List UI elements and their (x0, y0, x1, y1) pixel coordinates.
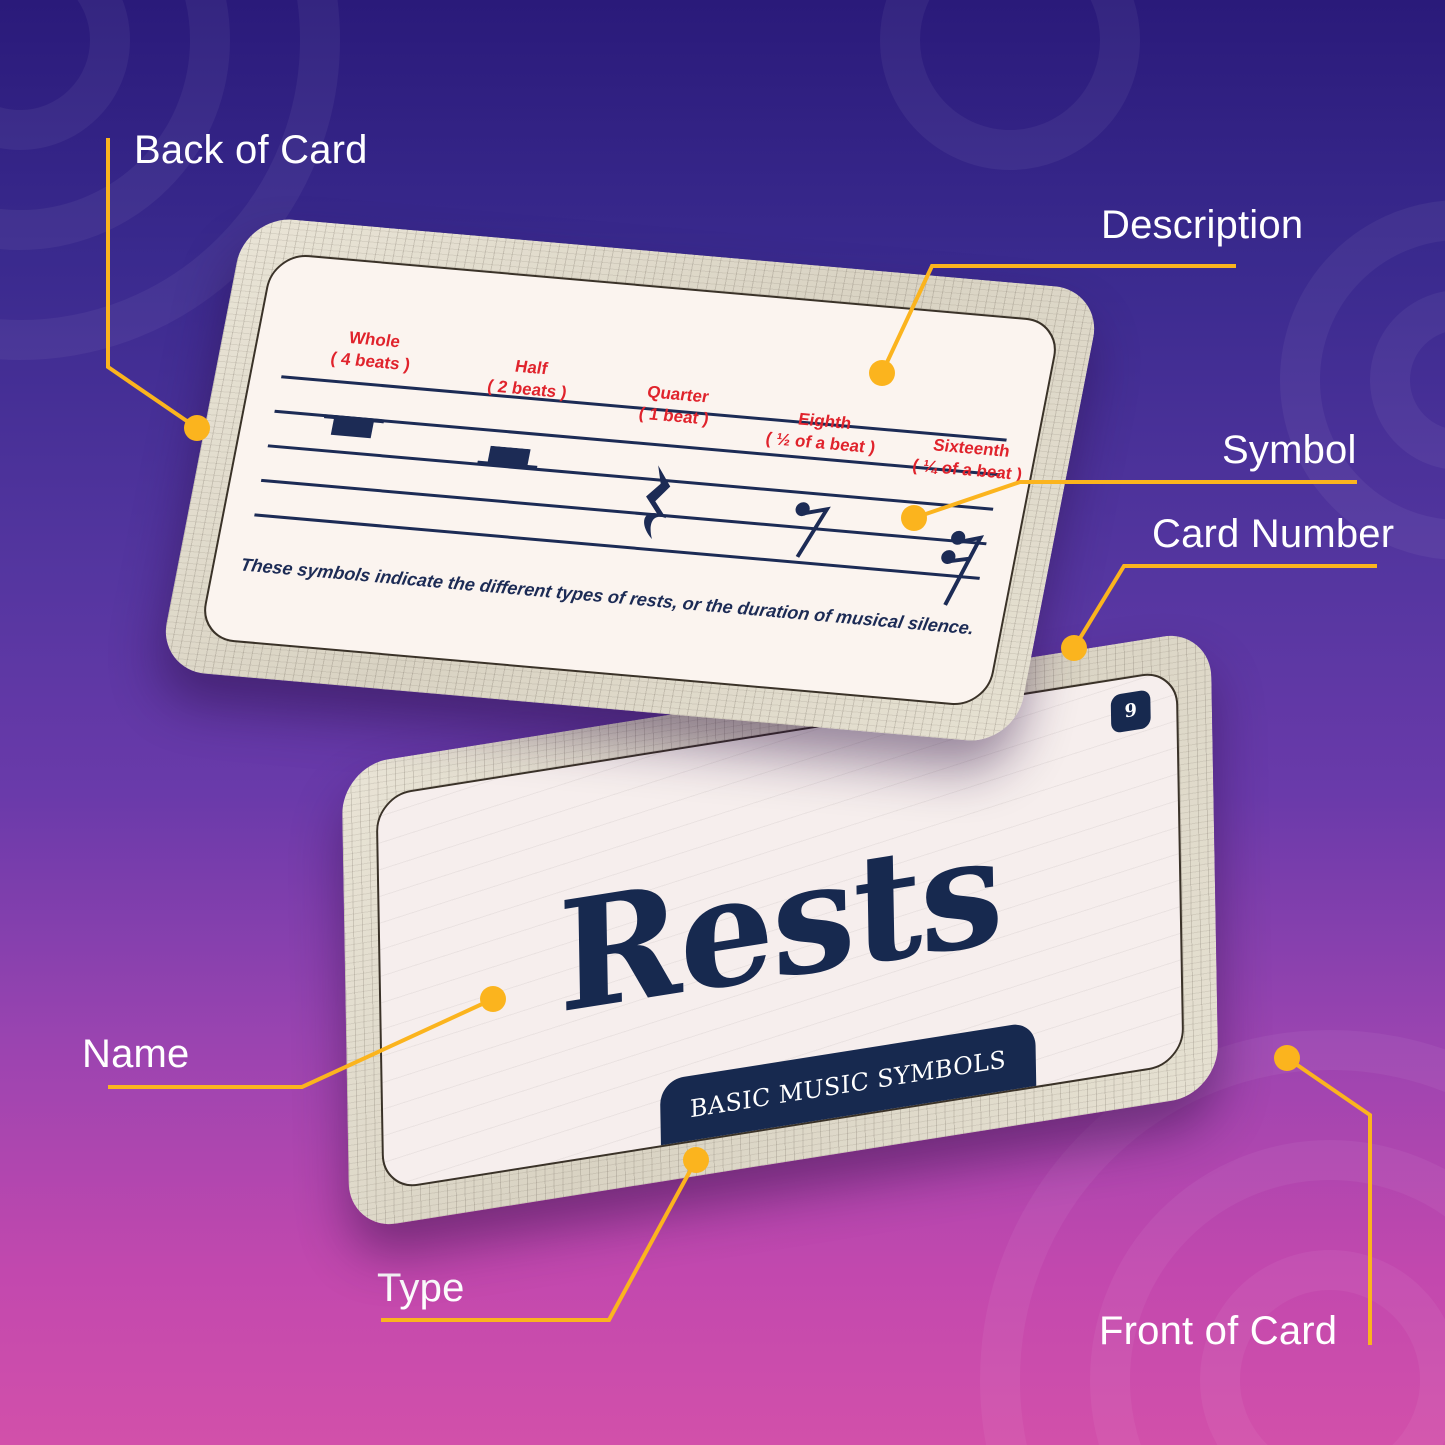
half-rest-icon (476, 445, 538, 470)
rest-label-sixteenth: Sixteenth( ¼ of a beat ) (910, 435, 1024, 485)
card-type-tab: BASIC MUSIC SYMBOLS (659, 1021, 1037, 1148)
front-card-face: 9 Rests BASIC MUSIC SYMBOLS (375, 668, 1185, 1192)
card-name: Rests (556, 800, 1003, 1048)
card-number-badge: 9 (1110, 689, 1151, 734)
quarter-rest-icon (644, 465, 671, 540)
callout-card-number: Card Number (1152, 512, 1395, 556)
card-description: These symbols indicate the different typ… (238, 554, 976, 639)
callout-name: Name (82, 1032, 190, 1076)
eighth-rest-icon (795, 502, 831, 558)
sixteenth-rest-icon (941, 530, 985, 606)
whole-rest-icon (323, 414, 385, 439)
back-of-card: Whole( 4 beats ) Half( 2 beats ) Quarter… (157, 215, 1103, 745)
callout-front-of-card: Front of Card (1099, 1309, 1338, 1353)
callout-symbol: Symbol (1222, 428, 1357, 472)
staff-line (260, 478, 987, 546)
callout-back-of-card: Back of Card (134, 128, 368, 172)
rest-label-whole: Whole( 4 beats ) (329, 328, 412, 375)
callout-type: Type (377, 1266, 465, 1310)
callout-description: Description (1101, 203, 1304, 247)
back-card-face: Whole( 4 beats ) Half( 2 beats ) Quarter… (197, 252, 1063, 708)
